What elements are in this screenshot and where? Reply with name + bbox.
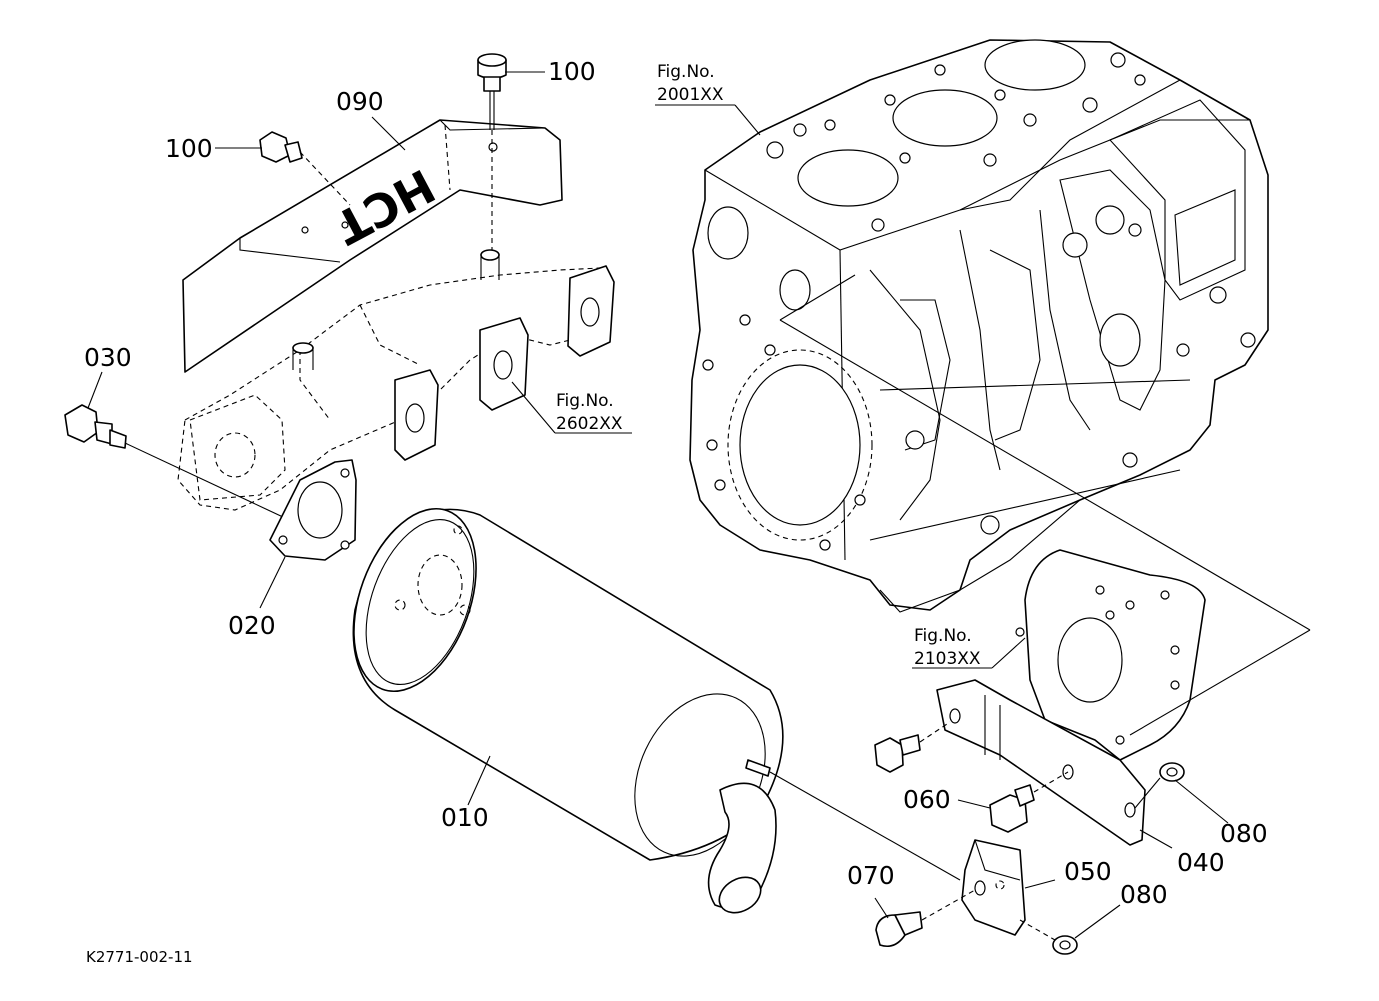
part-labels: 100 090 100 030 020 010 060 070 050 040 … — [84, 57, 1268, 909]
bolt-100-top — [477, 53, 507, 250]
fig-ref-2103-code: 2103XX — [914, 649, 981, 669]
nut-080-upper — [1134, 762, 1185, 809]
bracket-050 — [961, 839, 1026, 936]
figure-refs: Fig.No. 2001XX Fig.No. 2602XX Fig.No. 21… — [556, 62, 981, 669]
nut-080-lower — [1019, 919, 1078, 955]
bolt-030 — [64, 404, 301, 526]
fig-ref-2001-label: Fig.No. — [657, 62, 715, 82]
bracket-040 — [936, 679, 1146, 846]
bracket-plate-2103xx — [1015, 549, 1206, 761]
part-label-060: 060 — [903, 785, 951, 814]
bolt-070 — [875, 889, 976, 948]
fig-ref-2001-code: 2001XX — [657, 85, 724, 105]
gasket-020 — [269, 459, 357, 561]
part-label-010: 010 — [441, 803, 489, 832]
drawing-code: K2771-002-11 — [86, 948, 193, 966]
fig-ref-2602-code: 2602XX — [556, 414, 623, 434]
bolt-bracket — [874, 721, 951, 773]
part-label-080-lower: 080 — [1120, 880, 1168, 909]
fig-ref-2103-label: Fig.No. — [914, 626, 972, 646]
assembly-lines — [779, 274, 1311, 736]
part-label-050: 050 — [1064, 857, 1112, 886]
part-label-100-left: 100 — [165, 134, 213, 163]
part-label-020: 020 — [228, 611, 276, 640]
part-label-090: 090 — [336, 87, 384, 116]
engine-block — [689, 39, 1269, 613]
part-label-030: 030 — [84, 343, 132, 372]
leader-lines — [87, 71, 1229, 939]
part-label-070: 070 — [847, 861, 895, 890]
bolt-060 — [989, 771, 1069, 833]
muffler-010 — [352, 507, 961, 914]
part-label-080-upper: 080 — [1220, 819, 1268, 848]
part-label-040: 040 — [1177, 848, 1225, 877]
bolt-100-left — [259, 131, 351, 206]
part-label-100-top: 100 — [548, 57, 596, 86]
fig-ref-2602-label: Fig.No. — [556, 391, 614, 411]
